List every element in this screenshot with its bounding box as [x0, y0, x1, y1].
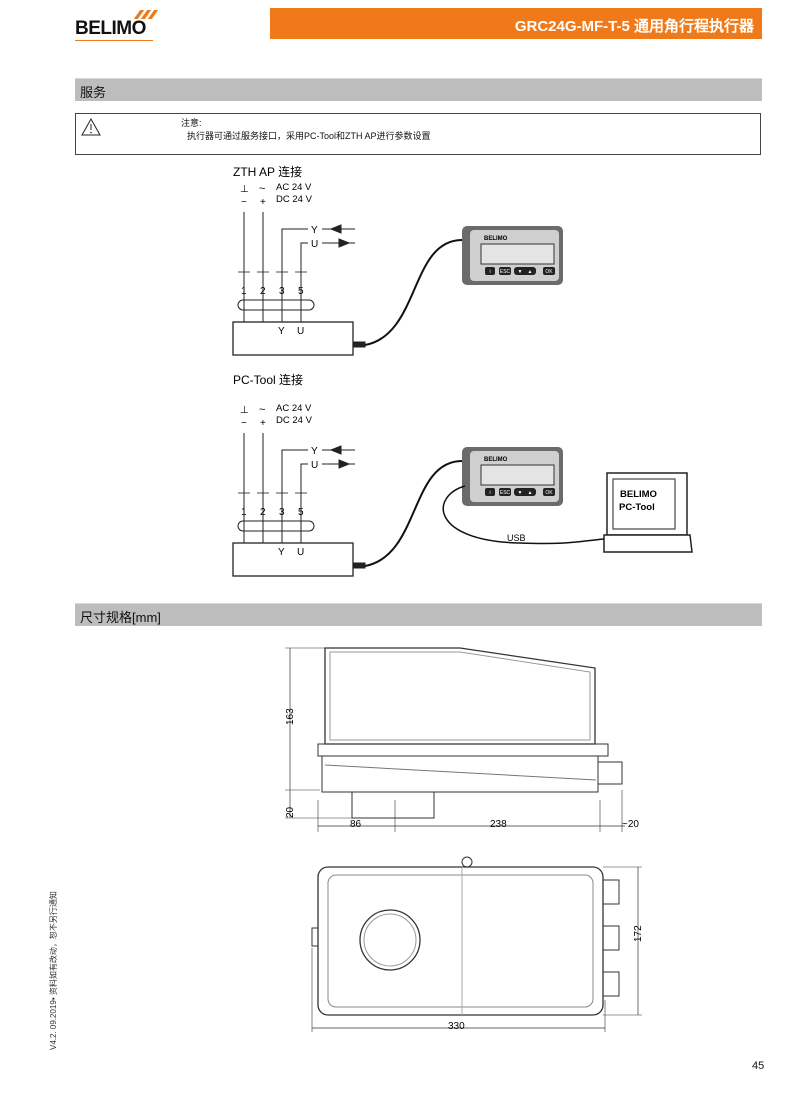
ok-button: OK [545, 269, 553, 275]
zth-wiring: ⊥ − ~ + AC 24 V DC 24 V Y U 1 2 3 5 Y U … [232, 182, 564, 356]
dim-width: 172 [633, 925, 644, 942]
y-terminal: Y [278, 326, 285, 337]
pin-3: 3 [279, 507, 285, 518]
y-signal: Y [311, 225, 318, 236]
dim-total: 330 [448, 1021, 465, 1032]
dim-length: 238 [490, 819, 507, 830]
plus-symbol: + [260, 197, 266, 208]
dim-gland: ~20 [622, 819, 639, 830]
pin-1: 1 [241, 286, 247, 297]
esc-button: ESC [500, 490, 511, 496]
device-brand: BELIMO [484, 457, 508, 463]
y-signal: Y [311, 446, 318, 457]
section-service: 服务 [75, 78, 762, 101]
u-signal: U [311, 239, 318, 250]
logo-text: BELIMO [75, 18, 146, 39]
dc-label: DC 24 V [276, 415, 313, 426]
gnd-symbol: ⊥ [240, 405, 249, 416]
ok-button: OK [545, 490, 553, 496]
laptop: BELIMO PC-Tool [603, 472, 693, 553]
wiring-diagrams: ZTH AP 连接 ⊥ − ~ + AC 24 V DC 24 V Y U 1 … [232, 164, 693, 577]
laptop-line2: PC-Tool [619, 502, 655, 513]
u-terminal: U [297, 326, 304, 337]
dc-label: DC 24 V [276, 194, 313, 205]
u-terminal: U [297, 547, 304, 558]
info-button: i [489, 269, 490, 275]
up-button: ▲ [528, 269, 533, 275]
dim-base: 20 [285, 806, 296, 818]
note-text: 执行器可通过服务接口，采用PC-Tool和ZTH AP进行参数设置 [187, 131, 431, 141]
ac-symbol: ~ [259, 183, 265, 195]
zth-ap-device: BELIMO i ESC ▼ ▲ OK [461, 225, 564, 286]
plus-symbol: + [260, 418, 266, 429]
pin-2: 2 [260, 286, 266, 297]
info-button: i [489, 490, 490, 496]
y-terminal: Y [278, 547, 285, 558]
up-button: ▲ [528, 490, 533, 496]
down-button: ▼ [518, 269, 523, 275]
dim-left: 86 [350, 819, 362, 830]
page-number: 45 [752, 1060, 765, 1072]
note-box: 注意: 执行器可通过服务接口，采用PC-Tool和ZTH AP进行参数设置 [75, 113, 761, 155]
esc-button: ESC [500, 269, 511, 275]
dim-height: 163 [285, 708, 296, 725]
warning-icon [81, 117, 101, 136]
dimension-drawings: 163 20 86 238 ~20 172 330 [285, 647, 644, 1032]
u-signal: U [311, 460, 318, 471]
gnd-symbol: ⊥ [240, 184, 249, 195]
zth-title: ZTH AP 连接 [233, 164, 302, 179]
device-brand: BELIMO [484, 236, 508, 242]
usb-label: USB [507, 533, 526, 543]
zth-ap-device: BELIMO i ESC ▼ ▲ OK [461, 446, 564, 507]
pctool-title: PC-Tool 连接 [233, 372, 303, 387]
down-button: ▼ [518, 490, 523, 496]
minus-symbol: − [241, 197, 247, 208]
pin-5: 5 [298, 286, 304, 297]
note-label: 注意: [181, 118, 202, 128]
pctool-wiring: ⊥ − ~ + AC 24 V DC 24 V Y U 1 2 3 5 Y U … [232, 403, 693, 577]
product-title: GRC24G-MF-T-5 通用角行程执行器 [270, 8, 762, 39]
pin-1: 1 [241, 507, 247, 518]
ac-label: AC 24 V [276, 182, 312, 193]
pin-2: 2 [260, 507, 266, 518]
footer-version: V4.2. 09.2019• 资料如有改动，恕不另行通知 [49, 891, 58, 1050]
minus-symbol: − [241, 418, 247, 429]
top-view [311, 856, 642, 1032]
section-dimensions: 尺寸规格[mm] [75, 603, 762, 626]
side-view [285, 647, 625, 832]
laptop-line1: BELIMO [620, 489, 657, 500]
belimo-logo: BELIMO [75, 10, 159, 41]
ac-label: AC 24 V [276, 403, 312, 414]
pin-5: 5 [298, 507, 304, 518]
ac-symbol: ~ [259, 404, 265, 416]
pin-3: 3 [279, 286, 285, 297]
